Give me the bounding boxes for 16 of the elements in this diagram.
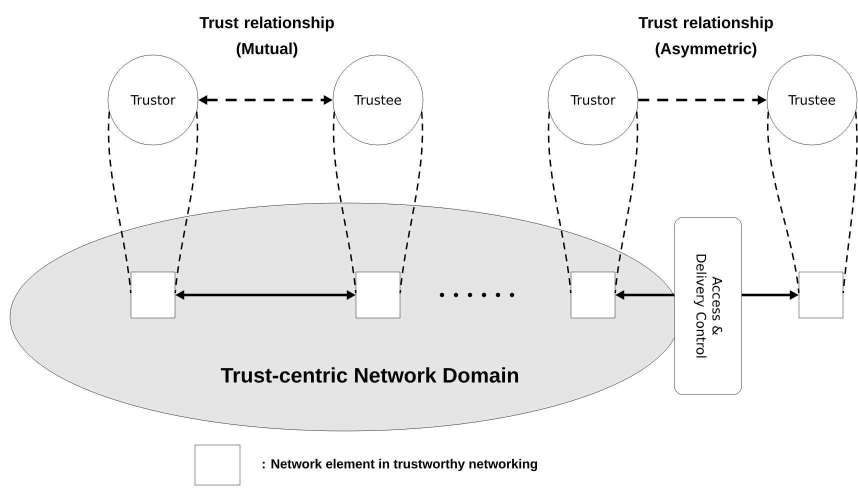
projection-line [108, 112, 132, 294]
network-element-box [356, 272, 400, 318]
projection-line [548, 112, 572, 294]
relationship-title: Trust relationship (Mutual) [200, 16, 334, 58]
projection-line [767, 112, 800, 294]
network-element-box [130, 272, 176, 318]
control-box: Access & Delivery Control [674, 217, 742, 395]
relationship-title: Trust relationship (Asymmetric) [638, 16, 773, 58]
projection-line [332, 112, 357, 294]
projection-line [842, 112, 858, 294]
legend-text: : Network element in trustworthy networking [262, 458, 538, 472]
network-element-box [570, 272, 616, 318]
projection-line [174, 112, 198, 294]
network-element-box [798, 272, 844, 318]
projection-line [614, 112, 638, 294]
projection-line [399, 112, 424, 294]
